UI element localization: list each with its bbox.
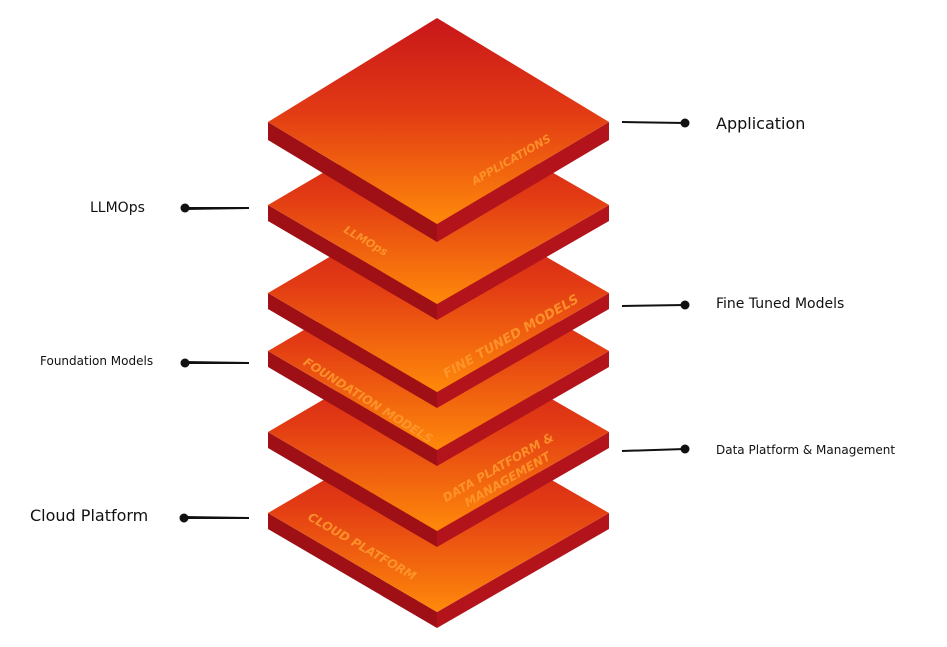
layer-cloud-left-side [268,513,437,628]
connector-fine-tuned-line [622,304,685,307]
layer-applications-top [268,18,609,224]
connector-fine-tuned [622,300,690,310]
layer-finetuned-left-side [268,293,437,408]
label-llmops: LLMOps [90,200,145,216]
connector-data-platform-line [622,448,685,452]
connector-llmops-line [185,207,249,210]
connector-foundation-line [185,361,249,364]
connector-cloud-platform [179,513,249,523]
layer-llmops-right-side [437,205,609,320]
layer-applications-right-side [437,122,609,242]
label-cloud-platform: Cloud Platform [30,506,149,525]
layer-applications-left-side [268,122,437,242]
connector-fine-tuned-dot [680,300,690,310]
connector-application-dot [680,118,690,128]
layer-foundation-right-side [437,351,609,466]
layer-cloud-right-side [437,513,609,628]
label-data-platform-management: Data Platform & Management [716,443,896,457]
connector-application [622,118,690,128]
layer-llmops-left-side [268,205,437,320]
connector-cloud-platform-dot [179,513,189,523]
connector-foundation-dot [180,358,190,368]
connector-llmops-dot [180,203,190,213]
label-fine-tuned-models: Fine Tuned Models [716,296,845,312]
label-application: Application [716,114,806,133]
connector-application-line [622,121,685,124]
layer-data-left-side [268,432,437,547]
layer-data-right-side [437,432,609,547]
connector-llmops [180,203,249,213]
layer-foundation-left-side [268,351,437,466]
layer-finetuned-right-side [437,293,609,408]
layer-applications: APPLICATIONS [268,18,609,242]
connector-foundation [180,358,249,368]
label-foundation-models: Foundation Models [40,354,154,368]
connector-data-platform-dot [680,444,690,454]
connector-cloud-platform-line [184,516,249,519]
connector-data-platform [622,444,690,454]
